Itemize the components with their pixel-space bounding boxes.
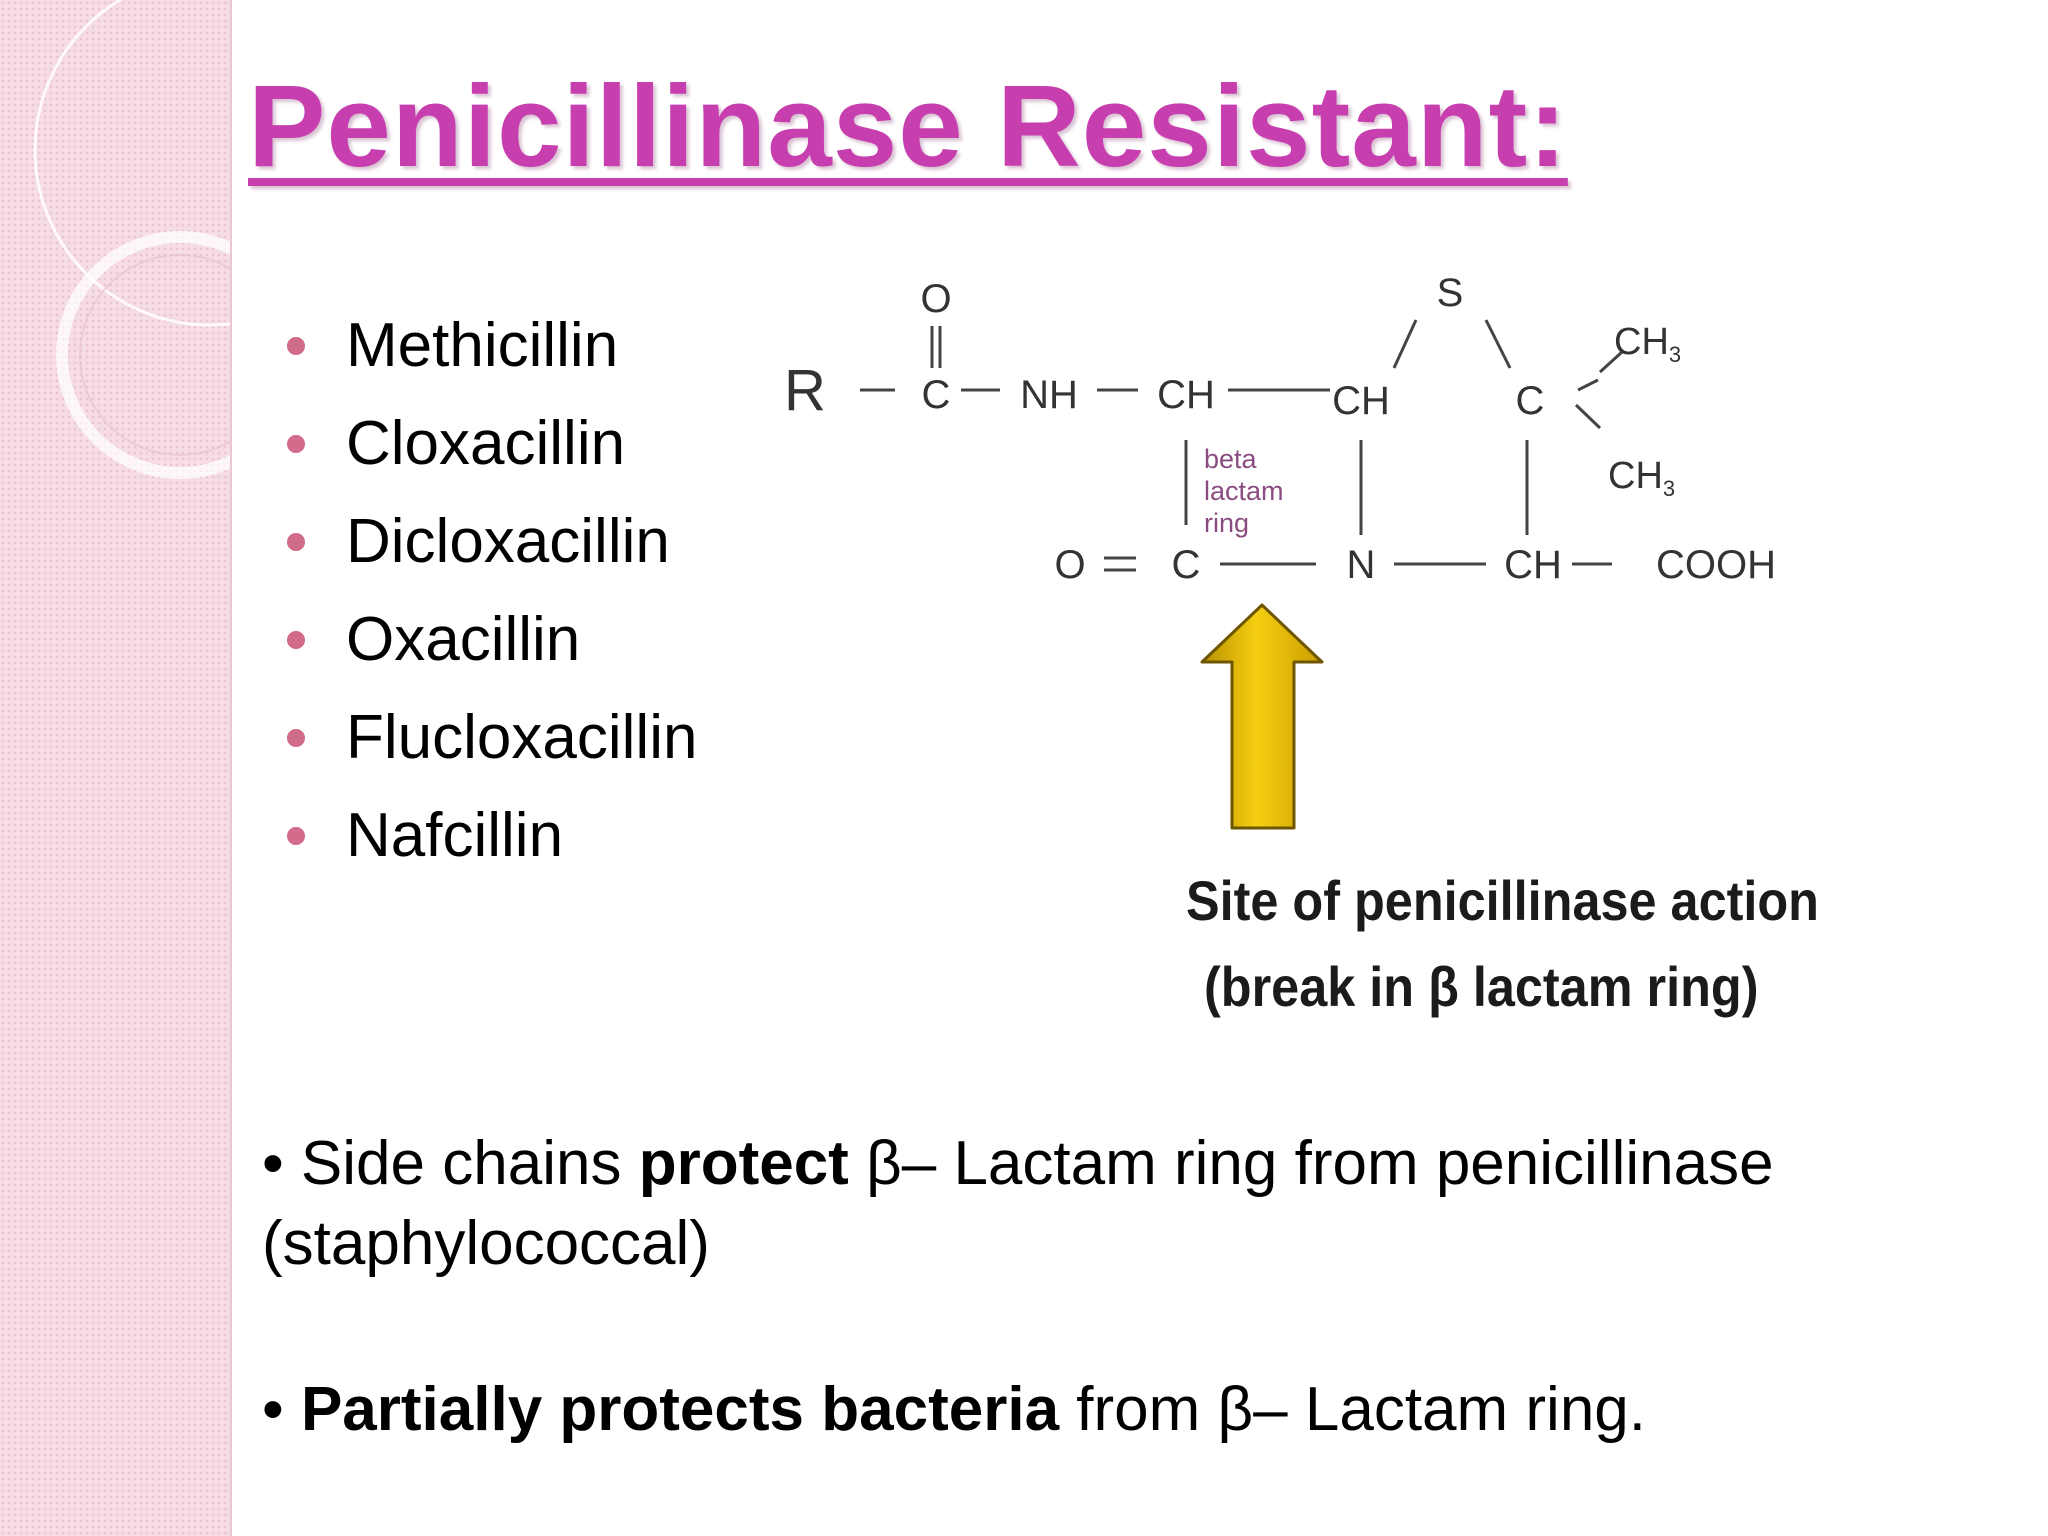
note-bold-text: protect: [638, 1129, 849, 1198]
atom-r: R: [784, 358, 826, 423]
list-item: Methicillin: [282, 306, 697, 404]
bullet-icon: [287, 337, 305, 355]
up-arrow-icon: [1200, 603, 1324, 830]
atom-o-top: O: [920, 277, 951, 321]
ring-label: beta lactam ring: [1204, 444, 1284, 538]
atom-n: N: [1347, 543, 1376, 587]
bullet-icon: [287, 533, 305, 551]
drug-name: Nafcillin: [346, 801, 564, 870]
protection-note: • Partially protects bacteria from β– La…: [262, 1370, 1646, 1450]
atom-ch3-bottom: CH3: [1608, 455, 1675, 501]
drug-name: Oxacillin: [346, 605, 581, 674]
atom-c-quaternary: C: [1516, 379, 1545, 423]
atom-ch3-top: CH3: [1614, 321, 1681, 367]
atom-ch-alpha: CH: [1157, 373, 1215, 417]
atom-o-ring: O: [1054, 543, 1085, 587]
drug-name: Dicloxacillin: [346, 507, 670, 576]
ring-label-line3: ring: [1204, 508, 1249, 538]
ring-label-line1: beta: [1204, 444, 1258, 474]
list-item: Nafcillin: [282, 796, 697, 894]
note-text: (staphylococcal): [262, 1209, 710, 1278]
note-text: •: [262, 1375, 301, 1444]
drug-name: Methicillin: [346, 311, 619, 380]
atom-ch-ring: CH: [1332, 379, 1390, 423]
atom-c-ring: C: [1172, 543, 1201, 587]
atom-cooh: COOH: [1656, 543, 1776, 587]
drug-list: Methicillin Cloxacillin Dicloxacillin Ox…: [282, 306, 697, 894]
note-text: • Side chains: [262, 1129, 639, 1198]
caption-line-2: (break in β lactam ring): [1204, 955, 1759, 1018]
atom-ch-carboxyl: CH: [1504, 543, 1562, 587]
ring-label-line2: lactam: [1204, 476, 1284, 506]
bullet-icon: [287, 827, 305, 845]
bond-lines: [860, 319, 1624, 572]
slide-title: Penicillinase Resistant:: [248, 61, 1568, 191]
penicillinase-site-caption: Site of penicillinase action (break in β…: [1186, 858, 1819, 1030]
note-text: β– Lactam ring from penicillinase: [848, 1129, 1774, 1198]
note-bold-text: Partially protects bacteria: [300, 1375, 1060, 1444]
atom-labels: R O C NH CH CH S C CH3 CH3 O C N CH COOH: [784, 271, 1776, 587]
list-item: Oxacillin: [282, 600, 697, 698]
bullet-icon: [287, 435, 305, 453]
atom-nh: NH: [1020, 373, 1078, 417]
atom-c-carbonyl: C: [922, 373, 951, 417]
decorative-sidebar: [0, 0, 232, 1536]
penicillin-structure-diagram: R O C NH CH CH S C CH3 CH3 O C N CH COOH…: [784, 271, 1776, 830]
note-text: from β– Lactam ring.: [1059, 1375, 1647, 1444]
drug-name: Flucloxacillin: [346, 703, 698, 772]
decorative-circles: [33, 0, 230, 479]
atom-s: S: [1437, 271, 1464, 315]
bullet-icon: [287, 729, 305, 747]
drug-name: Cloxacillin: [346, 409, 626, 478]
side-chain-note: • Side chains protect β– Lactam ring fro…: [262, 1124, 1774, 1284]
caption-line-1: Site of penicillinase action: [1186, 869, 1819, 932]
list-item: Dicloxacillin: [282, 502, 697, 600]
list-item: Flucloxacillin: [282, 698, 697, 796]
bullet-icon: [287, 631, 305, 649]
list-item: Cloxacillin: [282, 404, 697, 502]
